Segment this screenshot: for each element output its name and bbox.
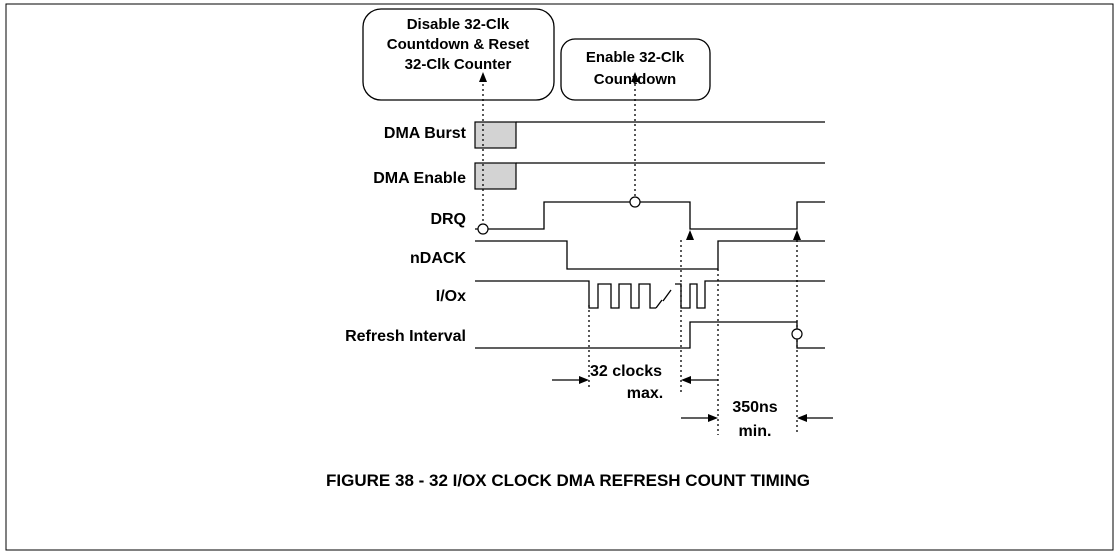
event-circle-markers [477, 196, 803, 340]
refresh-interval-waveform [475, 321, 825, 349]
figure-caption: FIGURE 38 - 32 I/OX CLOCK DMA REFRESH CO… [326, 471, 810, 490]
figure-border [5, 3, 1114, 551]
drq-waveform [475, 201, 825, 230]
drq-event-circle-left [477, 223, 489, 235]
signal-label-iox: I/Ox [436, 288, 466, 305]
dma-enable-shaded-region [474, 162, 517, 190]
disable-event-arrow [479, 72, 487, 82]
thirty-two-clocks-dimension: 32 clocks max. [552, 363, 718, 402]
refresh-event-circle [791, 328, 803, 340]
signal-label-ndack: nDACK [410, 250, 466, 267]
enable-event-arrow [631, 72, 639, 82]
min-interval-dimension: 350ns min. [681, 399, 833, 440]
min-interval-line1: 350ns [732, 399, 777, 416]
drq-rise-arrow [793, 230, 801, 240]
event-arrow-markers [479, 72, 801, 240]
iox-waveform [475, 280, 825, 309]
timing-guides [482, 79, 798, 435]
ndack-waveform [475, 240, 825, 270]
signal-label-dma-enable: DMA Enable [373, 170, 466, 187]
signal-label-drq: DRQ [430, 211, 466, 228]
dma-enable-waveform [474, 162, 825, 190]
clocks-max-line2: max. [627, 385, 663, 402]
drq-fall-arrow [686, 230, 694, 240]
enable-countdown-callout: Enable 32-Clk Countdown [560, 38, 711, 101]
enable-callout-line1: Enable 32-Clk [586, 49, 685, 66]
clocks-max-line1: 32 clocks [590, 363, 662, 380]
disable-callout-box [362, 8, 555, 101]
disable-callout-line1: Disable 32-Clk [407, 16, 510, 33]
drq-event-circle-mid [629, 196, 641, 208]
signal-label-refresh-interval: Refresh Interval [345, 328, 466, 345]
disable-callout-line3: 32-Clk Counter [405, 56, 512, 73]
disable-countdown-callout: Disable 32-Clk Countdown & Reset 32-Clk … [362, 8, 555, 101]
dma-burst-waveform [474, 121, 825, 149]
disable-callout-line2: Countdown & Reset [387, 36, 530, 53]
signal-label-dma-burst: DMA Burst [384, 125, 467, 142]
min-interval-line2: min. [739, 423, 772, 440]
dma-burst-shaded-region [474, 121, 517, 149]
